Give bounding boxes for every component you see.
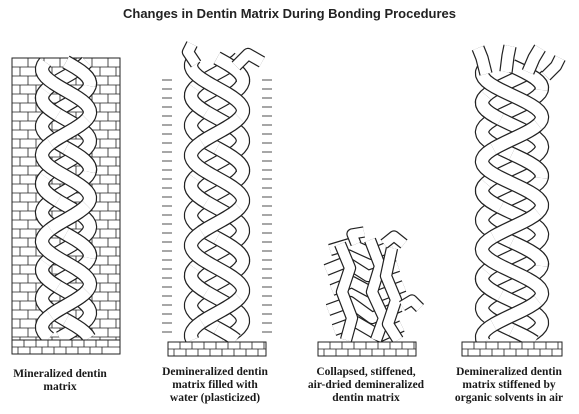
water-right-ticks bbox=[262, 80, 272, 332]
panel-mineralized bbox=[12, 58, 120, 354]
panel-demineralized-water bbox=[162, 44, 272, 356]
water-braid-cross-1-body bbox=[191, 178, 206, 202]
water-fiber-end-2 bbox=[236, 54, 262, 66]
water-left-ticks bbox=[162, 80, 172, 332]
panel-collapsed bbox=[318, 232, 420, 356]
solvent-base-bricks bbox=[462, 342, 562, 356]
caption-mineralized: Mineralized dentin matrix bbox=[4, 368, 116, 394]
solvent-fiber-end-4 bbox=[546, 58, 560, 76]
caption-demineralized-water: Demineralized dentin matrix filled with … bbox=[150, 366, 280, 405]
water-braid-cross-1 bbox=[191, 88, 206, 112]
water-braid-cross-1 bbox=[191, 178, 206, 202]
caption-collapsed: Collapsed, stiffened, air-dried deminera… bbox=[296, 366, 436, 405]
solvent-braid-cross-0 bbox=[512, 330, 535, 342]
solvent-fiber-end-1 bbox=[478, 48, 486, 74]
water-fiber-end-1 bbox=[188, 44, 196, 64]
panel-solvent-stiffened bbox=[462, 46, 562, 356]
collapsed-fiber-end-2 bbox=[384, 236, 404, 244]
water-base-bricks bbox=[168, 342, 266, 356]
mineral-base-bricks bbox=[12, 340, 120, 354]
caption-solvent-stiffened: Demineralized dentin matrix stiffened by… bbox=[440, 366, 578, 405]
water-braid-cross-0 bbox=[217, 328, 236, 340]
collapsed-base-bricks bbox=[318, 342, 416, 356]
water-braid-cross-1-body bbox=[191, 88, 206, 112]
water-fiber-end-1-body bbox=[188, 44, 196, 64]
water-fiber-end-2-body bbox=[236, 54, 262, 66]
solvent-fiber-end-2 bbox=[506, 46, 510, 72]
water-braid-cross-1 bbox=[191, 268, 206, 292]
collapsed-fiber-end-3 bbox=[402, 300, 420, 308]
solvent-fiber-end-2-body bbox=[506, 46, 510, 72]
collapsed-fiber-end-1 bbox=[352, 232, 364, 244]
water-braid-cross-1-body bbox=[191, 268, 206, 292]
